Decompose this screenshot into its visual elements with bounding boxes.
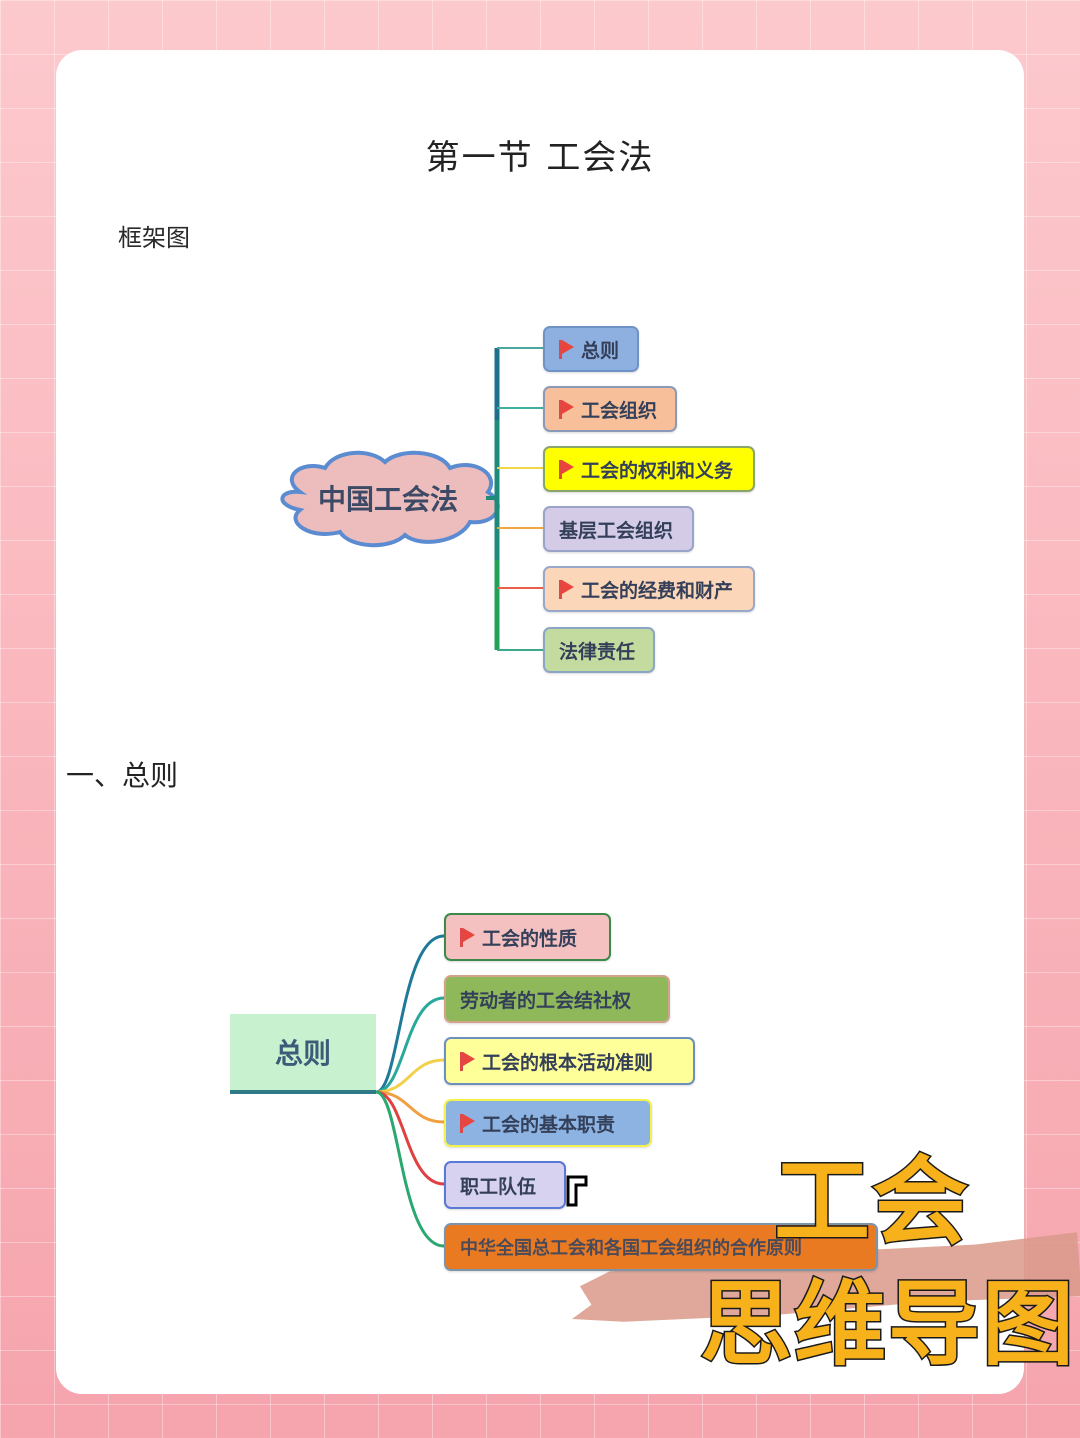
- branch-basic-duties[interactable]: 工会的基本职责: [444, 1099, 652, 1147]
- root-node-china-trade-union-law[interactable]: 中国工会法: [318, 483, 459, 516]
- branch-label: 基层工会组织: [559, 519, 674, 542]
- page-title: 第一节 工会法: [425, 138, 655, 178]
- section-heading-general: 一、总则: [66, 759, 179, 792]
- branch-label: 劳动者的工会结社权: [460, 989, 632, 1012]
- branch-right-to-associate[interactable]: 劳动者的工会结社权: [444, 975, 670, 1023]
- root-node-general[interactable]: 总则: [230, 1014, 376, 1094]
- framework-subheading: 框架图: [118, 224, 190, 252]
- branch-general-provisions[interactable]: 总则: [543, 326, 639, 372]
- branch-funds-and-property[interactable]: 工会的经费和财产: [543, 566, 755, 612]
- branch-union-organization[interactable]: 工会组织: [543, 386, 677, 432]
- branch-international-cooperation[interactable]: 中华全国总工会和各国工会组织的合作原则: [444, 1223, 878, 1271]
- branch-workforce[interactable]: 职工队伍: [444, 1161, 566, 1209]
- flag-icon: [559, 339, 575, 359]
- branch-activity-guidelines[interactable]: 工会的根本活动准则: [444, 1037, 695, 1085]
- branch-label: 法律责任: [559, 640, 636, 663]
- overlay-title-mind-map: 思维导图: [698, 1270, 1077, 1380]
- branch-label: 中华全国总工会和各国工会组织的合作原则: [460, 1238, 802, 1259]
- branch-label: 总则: [581, 339, 620, 362]
- branch-rights-and-duties[interactable]: 工会的权利和义务: [543, 446, 755, 492]
- branch-union-nature[interactable]: 工会的性质: [444, 913, 611, 961]
- branch-label: 职工队伍: [460, 1175, 537, 1198]
- flag-icon: [559, 579, 575, 599]
- flag-icon: [460, 1113, 476, 1133]
- overlay-title-union: 工会: [773, 1145, 970, 1260]
- branch-label: 工会的权利和义务: [581, 459, 734, 482]
- branch-label: 工会的性质: [482, 927, 578, 950]
- branch-legal-liability[interactable]: 法律责任: [543, 627, 655, 673]
- branch-label: 工会的根本活动准则: [482, 1051, 654, 1074]
- flag-icon: [460, 927, 476, 947]
- mouse-cursor-icon: [566, 1175, 588, 1207]
- flag-icon: [559, 459, 575, 479]
- flag-icon: [460, 1051, 476, 1071]
- branch-label: 工会的经费和财产: [581, 579, 734, 602]
- flag-icon: [559, 399, 575, 419]
- branch-grassroots-organization[interactable]: 基层工会组织: [543, 506, 694, 552]
- branch-label: 工会组织: [581, 399, 658, 422]
- branch-label: 工会的基本职责: [482, 1113, 616, 1136]
